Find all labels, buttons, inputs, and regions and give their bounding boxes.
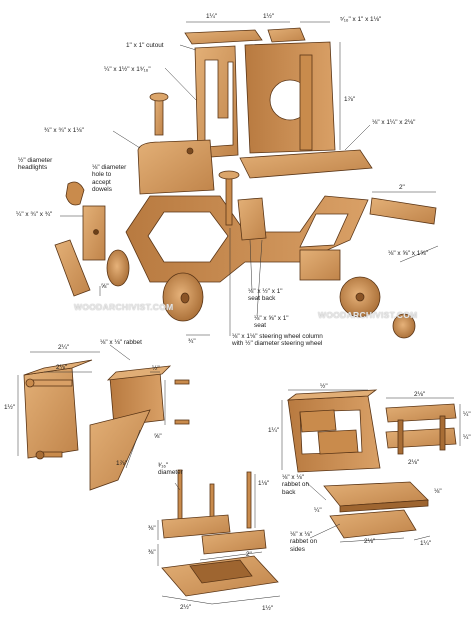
rabbet-body-view	[23, 359, 190, 491]
dim-mid: ¾"	[188, 338, 196, 345]
dim-seat-diameter: ³⁄₁₆" diameter	[158, 462, 183, 477]
seat-plank	[239, 149, 373, 179]
dim-rt-small: ¼"	[463, 434, 471, 441]
dim-rabbet-label: ⅛" x ⅛" rabbet	[100, 339, 142, 346]
left-upright	[194, 45, 239, 159]
small-wheel-right	[392, 313, 416, 339]
seat-leader-lines	[157, 474, 281, 605]
dim-rt-side-2: ¼"	[314, 507, 322, 514]
body-top	[23, 359, 93, 376]
rabbet-leader-lines	[17, 344, 166, 469]
dim-headlights: ½" diameter headlights	[18, 157, 53, 172]
seat-back-plank	[161, 514, 231, 539]
body-top-right	[106, 365, 172, 381]
dim-rt-right: ¼"	[463, 411, 471, 418]
dim-rabbet-back: ⅛" x ⅛" rabbet on back	[282, 474, 310, 496]
dim-rabbet-small-2: ⅝"	[154, 433, 162, 440]
dim-seat-bottom-b: 1½"	[262, 605, 274, 612]
body-small-dowel-b	[174, 419, 190, 425]
rear-wheel-left-hub	[180, 292, 190, 304]
hex-frame-inner	[147, 211, 229, 263]
dim-seat-left-b: ⅜"	[148, 549, 156, 556]
dim-rabbet-sides: ⅛" x ⅛" rabbet on sides	[290, 531, 318, 553]
body-small-dowel-a	[174, 379, 190, 385]
dim-rt-mid: 2⅛"	[364, 538, 376, 545]
seat-post-c	[246, 471, 252, 529]
dim-axle-length: 2"	[399, 184, 405, 191]
steering-wheel	[218, 170, 240, 180]
dim-left: ⅝"	[101, 283, 109, 290]
headlight	[65, 181, 85, 206]
dim-rt-top: ½"	[320, 383, 328, 390]
seat-mid-plank	[201, 529, 267, 555]
left-plank	[54, 239, 91, 297]
main-leader-lines	[60, 21, 439, 336]
upright-slot	[299, 54, 313, 151]
body-dowel-end	[25, 378, 35, 388]
dim-rt-side: ⅛"	[434, 488, 442, 495]
rear-wheel-right-hub	[355, 292, 365, 302]
dim-rabbet-left: 1½"	[4, 404, 16, 411]
seat-assembly-view	[161, 469, 279, 597]
dim-bar: ⅛" x ⅝" x 1⅝"	[388, 250, 428, 257]
peg	[154, 96, 164, 136]
dim-block: ¾" x ¾" x 1⅛"	[44, 127, 84, 134]
body-wedge	[89, 409, 151, 491]
dim-rabbet-small: ½"	[152, 365, 160, 372]
dim-seat-height: 1⅛"	[258, 480, 270, 487]
dim-rabbet-top: 2¼"	[58, 344, 70, 351]
dowel-hole	[93, 229, 99, 235]
dim-dowel-hole: ⅛" diameter hole to accept dowels	[92, 164, 127, 194]
dim-rabbet-inner: 2⅛"	[56, 364, 68, 371]
rack-leg-b	[439, 415, 446, 451]
dim-rt-bottom: 2⅛"	[408, 459, 420, 466]
seat-post-a	[177, 469, 183, 527]
steering-column	[225, 174, 233, 226]
top-plank	[184, 29, 263, 45]
right-leader-lines	[281, 389, 461, 543]
watermark-left: WOODARCHIVIST.COM	[74, 302, 174, 312]
dim-seat-back: ⅛" x ½" x 1" seat back	[248, 288, 283, 303]
dim-steering-column: ⅛" x 1⅛" steering wheel column with ½" d…	[232, 333, 323, 348]
right-assembly-view	[286, 389, 457, 539]
rear-axle-block	[299, 249, 341, 281]
dim-rabbet-height: 1⅞"	[116, 460, 128, 467]
rack-top	[385, 403, 457, 423]
seat	[237, 197, 267, 241]
dim-right-height: 1⅞"	[344, 96, 356, 103]
body-small-dowel-c-end	[35, 450, 45, 460]
lid-side	[339, 499, 429, 513]
dim-rt-left: 1¼"	[268, 427, 280, 434]
engine-block	[137, 139, 215, 195]
chair-inner-plank-b	[317, 429, 359, 455]
dim-seat: ⅛" x ⅝" x 1" seat	[254, 315, 289, 330]
dim-cutout: 1" x 1" cutout	[126, 42, 164, 49]
rack-leg-a	[397, 419, 404, 455]
hex-frame-inner-right	[299, 213, 349, 248]
dim-top-piece: ⁵⁄₁₆" x 1" x 1⅛"	[340, 16, 382, 23]
chair-frame-top	[286, 389, 378, 401]
dim-top-width-a: 1¼"	[206, 13, 218, 20]
seat-base-inner	[189, 559, 253, 584]
dim-seat-bottom-a: 2½"	[180, 604, 192, 611]
headlight-hole	[186, 147, 194, 155]
dim-seat-mid: 2"	[246, 551, 252, 558]
body-dowel	[29, 379, 73, 387]
watermark-right: WOODARCHIVIST.COM	[318, 310, 418, 320]
chair-inner-plank-a	[299, 409, 337, 433]
top-right-piece	[267, 27, 306, 43]
dim-side-piece: ¼" x 1½" x 1⁹⁄₁₆"	[104, 66, 151, 73]
rack-bottom	[385, 427, 457, 449]
dim-seat-left-a: ⅜"	[148, 525, 156, 532]
front-wheel-small	[106, 249, 130, 287]
axle-bar	[369, 197, 437, 225]
lid-base	[329, 509, 417, 539]
dim-small-block: ¼" x ¾" x ¾"	[16, 211, 53, 218]
dim-rt-bot-2: 1¼"	[420, 540, 432, 547]
dim-top-width-b: 1½"	[263, 13, 275, 20]
dim-rt-top-2: 2⅛"	[414, 391, 426, 398]
peg-head	[149, 92, 169, 102]
dim-seat-piece: ⅛" x 1¼" x 2⅛"	[372, 119, 416, 126]
